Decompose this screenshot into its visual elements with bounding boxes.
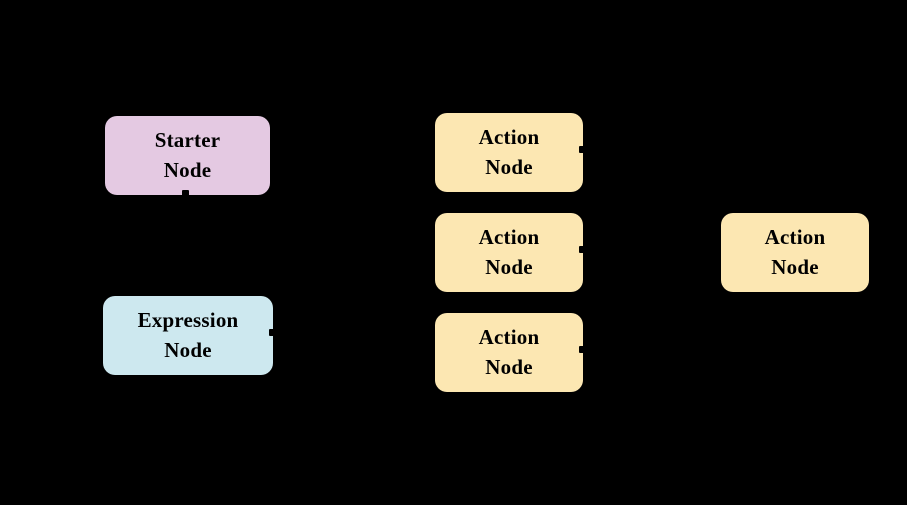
action-node-1[interactable]: Action Node [435, 113, 583, 192]
action-node-1-label-line2: Node [485, 154, 533, 179]
action-node-3[interactable]: Action Node [435, 313, 583, 392]
action-node-4-label-line2: Node [771, 254, 819, 279]
action-node-4-label-line1: Action [764, 224, 826, 249]
action-node-3-label-line2: Node [485, 354, 533, 379]
action-node-3-label-line1: Action [478, 324, 540, 349]
action-node-2-label-line1: Action [478, 224, 540, 249]
action-node-2-output-port[interactable] [579, 246, 586, 253]
action-node-3-output-port[interactable] [579, 346, 586, 353]
action-node-2-label-line2: Node [485, 254, 533, 279]
action-node-4[interactable]: Action Node [721, 213, 869, 292]
starter-node[interactable]: Starter Node [105, 116, 270, 195]
expression-node-output-port[interactable] [269, 329, 276, 336]
starter-node-label-line2: Node [163, 157, 212, 182]
action-node-2[interactable]: Action Node [435, 213, 583, 292]
action-node-1-output-port[interactable] [579, 146, 586, 153]
expression-node-label-line2: Node [164, 337, 212, 362]
expression-node-label-line1: Expression [137, 307, 239, 332]
starter-node-output-port[interactable] [182, 190, 189, 197]
starter-node-label-line1: Starter [154, 127, 221, 152]
expression-node[interactable]: Expression Node [103, 296, 273, 375]
action-node-1-label-line1: Action [478, 124, 540, 149]
